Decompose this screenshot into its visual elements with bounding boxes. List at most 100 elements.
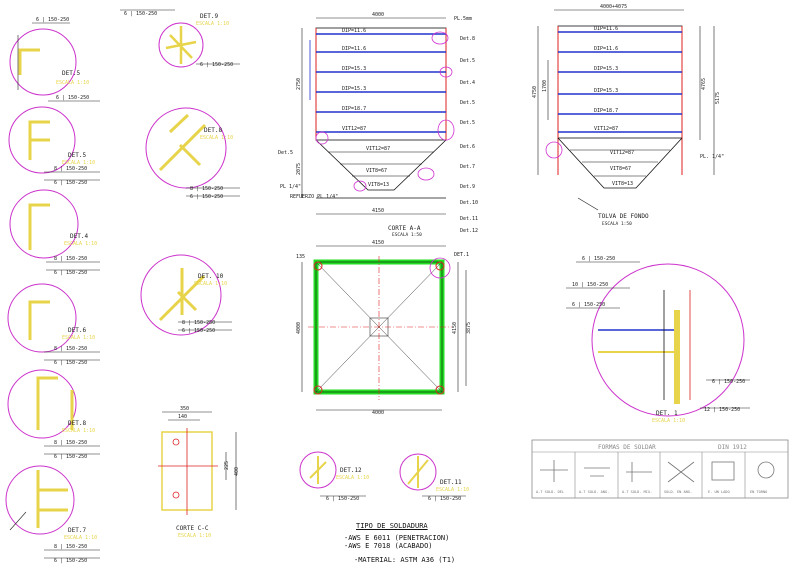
weld-label: 6 | 150-250 (200, 62, 233, 68)
dimension-label: 2750 (296, 78, 302, 90)
weld-forms-table: FORMAS DE SOLDAR DIN 1912 A-T SOLD. DEL … (531, 439, 789, 499)
detail-title: DET.5 (68, 152, 86, 159)
hopper-row-label: VIT8=13 (368, 182, 389, 188)
table-code: DIN 1912 (718, 444, 747, 451)
detail-scale: ESCALA 1:10 (652, 418, 685, 424)
dimension-label: 140 (178, 414, 187, 420)
side-label: Det.5 (278, 150, 293, 156)
detail-scale: ESCALA 1:10 (62, 428, 95, 434)
notes-material: -MATERIAL: ASTM A36 (T1) (354, 556, 456, 564)
notes-title: TIPO DE SOLDADURA (356, 522, 428, 530)
detail-circle-left-5: DET.8 ESCALA 1:10 8 | 150-250 6 | 150-25… (7, 369, 100, 460)
detail-title: DET.8 (68, 420, 86, 427)
weld-label: 6 | 150-250 (712, 379, 745, 385)
weld-label: 6 | 150-250 (124, 11, 157, 17)
detail-title: DET.7 (68, 527, 86, 534)
det-ref: Det.8 (460, 36, 475, 42)
det-ref: Det.5 (460, 100, 475, 106)
detail-circle-left-3: DET.4 ESCALA 1:10 8 | 150-250 6 | 150-25… (9, 189, 100, 276)
detail-1-large: 6 | 150-250 10 | 150-250 6 | 150-250 6 |… (566, 256, 750, 424)
small-details: DET.12 ESCALA 1:10 6 | 150-250 DET.11 ES… (299, 451, 469, 502)
dimension-label: 2075 (296, 163, 302, 175)
weld-label: 6 | 150-250 (54, 360, 87, 366)
plate-label: PL. 1/4" (700, 154, 724, 160)
detail-scale: ESCALA 1:10 (194, 281, 227, 287)
hopper-row-label: VIT8=67 (366, 168, 387, 174)
det-ref: Det.12 (460, 228, 478, 234)
detail-circle-small-2: DET.11 ESCALA 1:10 6 | 150-250 (399, 453, 469, 502)
row-label: DIP=15.3 (342, 86, 366, 92)
detail-circle-left-6: DET.7 ESCALA 1:10 8 | 150-250 6 | 150-25… (5, 465, 100, 564)
detail-scale: ESCALA 1:10 (62, 335, 95, 341)
weld-label: 6 | 150-250 (36, 17, 69, 23)
hopper-row-label: VIT12=87 (610, 150, 634, 156)
weld-label: 6 | 150-250 (54, 270, 87, 276)
corte-aa-elevation: 4000 DIP=11.6 DIP=11.6 DIP=15.3 DIP=15.3… (278, 12, 478, 238)
section-scale: ESCALA 1:50 (392, 232, 422, 238)
row-label: DIP=18.7 (594, 108, 618, 114)
det-ref: Det.6 (460, 144, 475, 150)
notes-line-2: -AWS E 7018 (ACABADO) (344, 542, 433, 550)
detail-scale: ESCALA 1:10 (62, 160, 95, 166)
detail-circle-mid-1: 6 | 150-250 DET.9 ESCALA 1:10 6 | 150-25… (120, 9, 240, 68)
table-caption: A-T SOLD. MIX. (622, 490, 652, 494)
table-caption: A-T SOLD. ANG. (579, 490, 609, 494)
corte-cc-section: 350 140 225 400 CORTE C-C ESCALA 1:10 (158, 406, 240, 539)
dimension-label: 4150 (372, 240, 384, 246)
section-title: TOLVA DE FONDO (598, 213, 649, 220)
dimension-label: 4000 (372, 12, 384, 18)
section-title: CORTE A-A (388, 225, 421, 232)
detail-title: DET.9 (200, 13, 218, 20)
row-label: DIP=11.6 (594, 46, 618, 52)
detail-title: DET.5 (62, 70, 80, 77)
weld-label: 8 | 150-250 (54, 544, 87, 550)
det-ref: Det.11 (460, 216, 478, 222)
detail-scale: ESCALA 1:10 (56, 80, 89, 86)
weld-label: 8 | 150-250 (54, 256, 87, 262)
detail-circle-left-4: DET.6 ESCALA 1:10 8 | 150-250 6 | 150-25… (7, 283, 100, 366)
table-caption: A-T SOLD. DEL (536, 490, 564, 494)
hopper-row-label: VIT8=67 (610, 166, 631, 172)
detail-scale: ESCALA 1:10 (64, 535, 97, 541)
row-label: VIT12=87 (594, 126, 618, 132)
dimension-label: 135 (296, 254, 305, 260)
row-label: VIT12=87 (342, 126, 366, 132)
row-label: DIP=18.7 (342, 106, 366, 112)
hopper-row-label: VIT12=87 (366, 146, 390, 152)
dimension-label: 4000 (296, 322, 302, 334)
weld-label: 6 | 150-250 (582, 256, 615, 262)
side-label: PL 1/4" (280, 184, 301, 190)
detail-title: DET.11 (440, 479, 462, 486)
detail-scale: ESCALA 1:10 (64, 241, 97, 247)
plate-label: PL.5mm (454, 16, 472, 22)
tolva-elevation: 4000+4075 DIP=11.6 DIP=11.6 DIP=15.3 DIP… (532, 4, 724, 227)
table-caption: E. UN LADO (708, 490, 730, 494)
weld-label: 6 | 150-250 (54, 180, 87, 186)
detail-title: DET. 10 (198, 273, 224, 280)
section-title: CORTE C-C (176, 525, 209, 532)
dimension-label: 4150 (452, 322, 458, 334)
dimension-label: 350 (180, 406, 189, 412)
dimension-label: 4150 (372, 208, 384, 214)
dimension-label: 4000 (372, 410, 384, 416)
section-scale: ESCALA 1:50 (602, 221, 632, 227)
weld-label: 10 | 150-250 (572, 282, 608, 288)
detail-title: DET. 1 (656, 410, 678, 417)
row-label: DIP=15.3 (342, 66, 366, 72)
detail-title: DET.4 (70, 233, 88, 240)
table-caption: SOLD. EN ANG. (664, 490, 692, 494)
dimension-label: 400 (234, 467, 240, 476)
left-detail-column: 6 | 150-250 DET.5 ESCALA 1:10 6 | 150-25… (5, 17, 100, 564)
det-ref: Det.10 (460, 200, 478, 206)
dimension-label: 4000+4075 (600, 4, 627, 10)
notes-line-1: -AWS E 6011 (PENETRACION) (344, 534, 450, 542)
det-ref: Det.5 (460, 58, 475, 64)
detail-circle-left-1: 6 | 150-250 DET.5 ESCALA 1:10 6 | 150-25… (9, 17, 100, 102)
weld-label: 6 | 150-250 (182, 328, 215, 334)
detail-circle-left-2: DET.5 ESCALA 1:10 8 | 150-250 6 | 150-25… (8, 106, 100, 186)
detail-title: DET.6 (68, 327, 86, 334)
row-label: DIP=11.6 (342, 46, 366, 52)
table-title: FORMAS DE SOLDAR (598, 444, 656, 451)
dimension-label: 225 (224, 461, 230, 470)
